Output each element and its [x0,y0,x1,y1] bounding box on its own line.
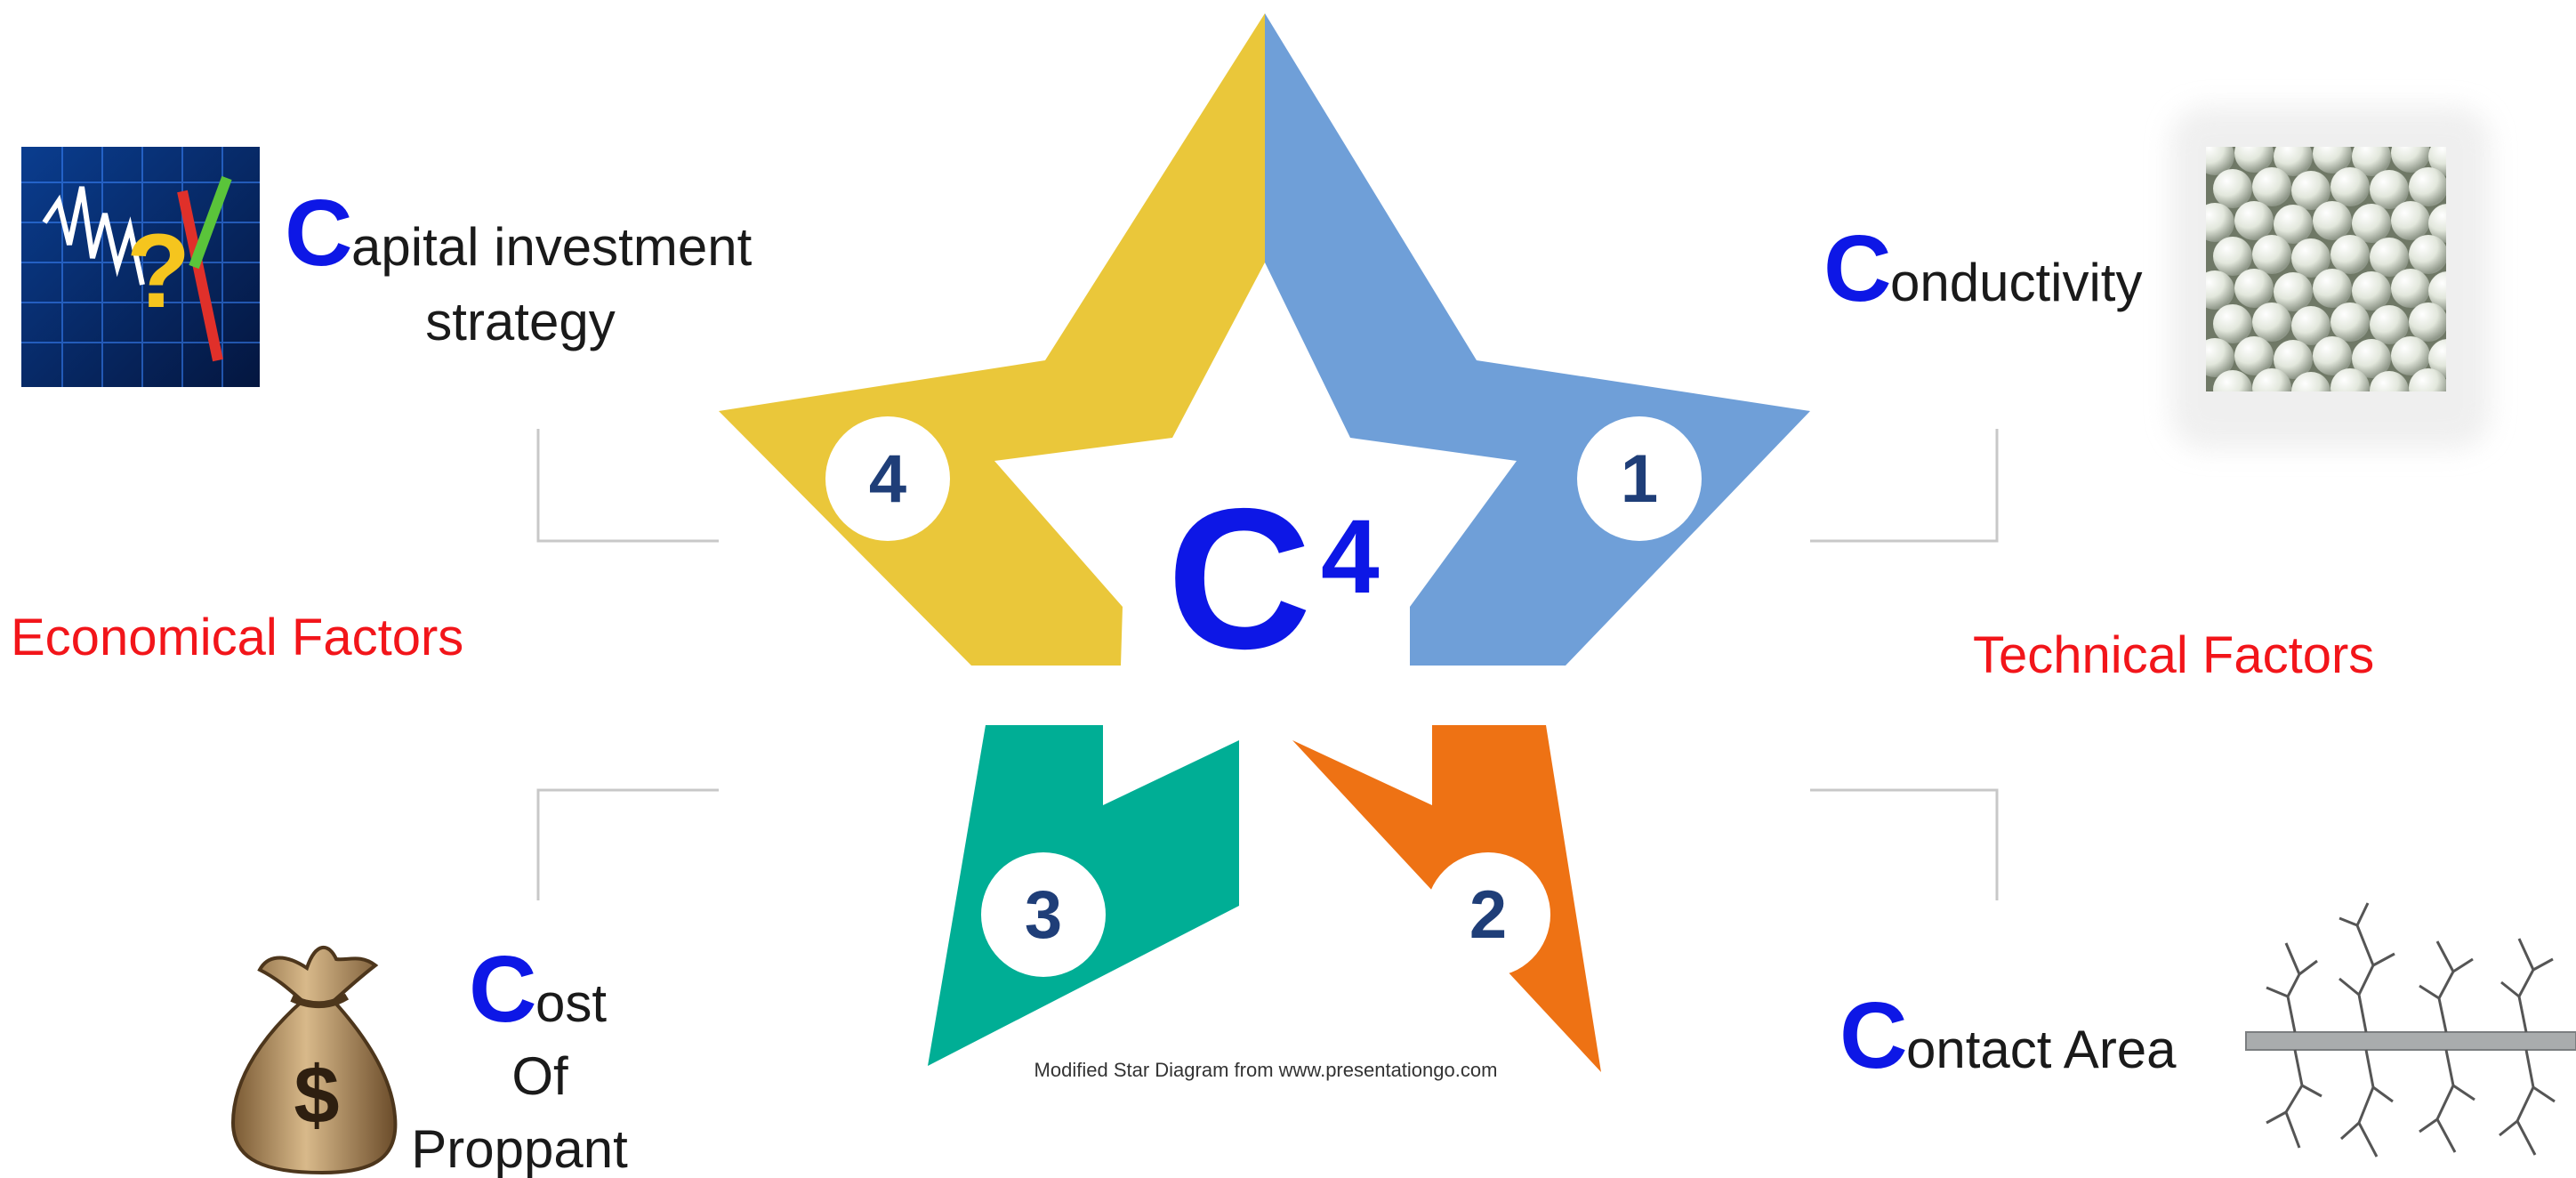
badge-2: 2 [1426,852,1550,977]
cost-line3: Proppant [411,1119,628,1178]
technical-factors-label: Technical Factors [1973,626,2374,684]
badge-2-number: 2 [1469,877,1507,953]
contact-initial: C [1839,983,1908,1088]
number-badges: 4 1 3 2 [825,416,1702,977]
badge-3: 3 [981,852,1106,977]
connector-bottom-left [536,788,719,900]
connector-bottom-right [1810,788,1999,900]
conductivity-line1: onductivity [1890,253,2142,312]
capital-line2: strategy [425,292,615,351]
fracture-network-icon [2245,902,2576,1158]
credit-text: Modified Star Diagram from www.presentat… [1034,1059,1498,1081]
center-letter: C [1167,466,1312,690]
cost-line1: ost [535,973,607,1033]
capital-line1: apital investment [351,217,753,277]
center-superscript: 4 [1321,498,1380,616]
item-conductivity: C onductivity [1823,216,2142,321]
cost-initial: C [469,937,537,1042]
center-title: C 4 [1167,466,1380,690]
connector-lines [536,429,1999,900]
svg-text:?: ? [126,213,190,330]
capital-initial: C [285,181,353,286]
badge-1-number: 1 [1621,441,1658,517]
badge-4-number: 4 [869,441,906,517]
svg-text:$: $ [294,1050,339,1141]
badge-3-number: 3 [1025,877,1062,953]
proppant-beads-icon [2170,107,2491,449]
conductivity-initial: C [1823,216,1892,321]
badge-1: 1 [1577,416,1702,541]
connector-top-left [536,429,719,543]
contact-line1: ontact Area [1906,1020,2177,1079]
item-cost: C ost Of Proppant [411,937,628,1178]
economical-factors-label: Economical Factors [11,609,463,666]
badge-4: 4 [825,416,950,541]
chart-question-icon: ? [21,147,260,387]
cost-line2: Of [511,1046,568,1106]
item-contact: C ontact Area [1839,983,2177,1088]
item-capital: C apital investment strategy [285,181,753,351]
money-bag-icon: $ [230,945,398,1175]
connector-top-right [1810,429,1999,543]
